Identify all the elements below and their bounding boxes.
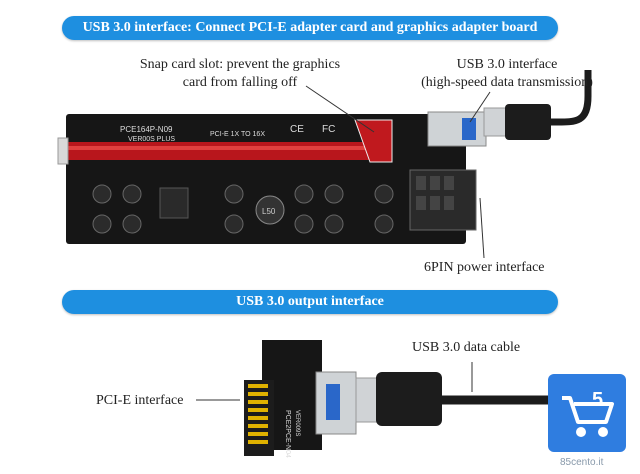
- callout-lines: [196, 85, 491, 401]
- svg-text:CE: CE: [290, 124, 304, 135]
- snap-slot-line1: Snap card slot: prevent the graphics: [139, 57, 341, 72]
- middle-banner: USB 3.0 output interface: [62, 290, 558, 314]
- board-model-text: PCE164P-N09: [120, 125, 173, 134]
- usb-interface-line2: (high-speed data transmission): [421, 75, 593, 90]
- usb-interface-label: USB 3.0 interface (high-speed data trans…: [400, 56, 614, 92]
- board-slot-text: PCI-E 1X TO 16X: [210, 131, 265, 138]
- pcie-adapter-card: PCE2PCE-N04 VER009S: [244, 340, 357, 458]
- usb-cable-bottom: [355, 372, 548, 426]
- brand-logo-text: 85cento.it: [560, 457, 604, 468]
- svg-text:5: 5: [592, 389, 603, 411]
- pcie-interface-label: PCI-E interface: [96, 393, 184, 408]
- usb-cable-top: [483, 70, 592, 140]
- inductor-label: L50: [262, 207, 276, 216]
- six-pin-label: 6PIN power interface: [424, 260, 545, 275]
- brand-logo: 5: [548, 374, 626, 452]
- riser-board: PCE164P-N09 VER00S PLUS PCI-E 1X TO 16X …: [57, 111, 487, 244]
- board-version-text: VER00S PLUS: [128, 136, 175, 143]
- snap-slot-label: Snap card slot: prevent the graphics car…: [122, 56, 358, 92]
- card-version-text: VER009S: [294, 410, 300, 436]
- card-model-text: PCE2PCE-N04: [284, 410, 291, 458]
- usb-interface-line1: USB 3.0 interface: [456, 57, 558, 72]
- snap-slot-line2: card from falling off: [182, 75, 298, 90]
- svg-text:FC: FC: [322, 124, 335, 135]
- cart-icon: 5: [562, 389, 614, 437]
- top-banner: USB 3.0 interface: Connect PCI-E adapter…: [62, 16, 558, 40]
- data-cable-label: USB 3.0 data cable: [412, 340, 521, 355]
